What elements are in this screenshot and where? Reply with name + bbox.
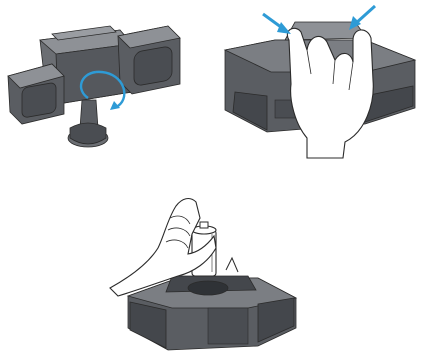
step-rotate-illustration <box>0 0 190 160</box>
step-press-illustration <box>215 0 423 160</box>
step-battery-illustration <box>108 178 308 359</box>
floodlight-icon <box>8 26 180 147</box>
